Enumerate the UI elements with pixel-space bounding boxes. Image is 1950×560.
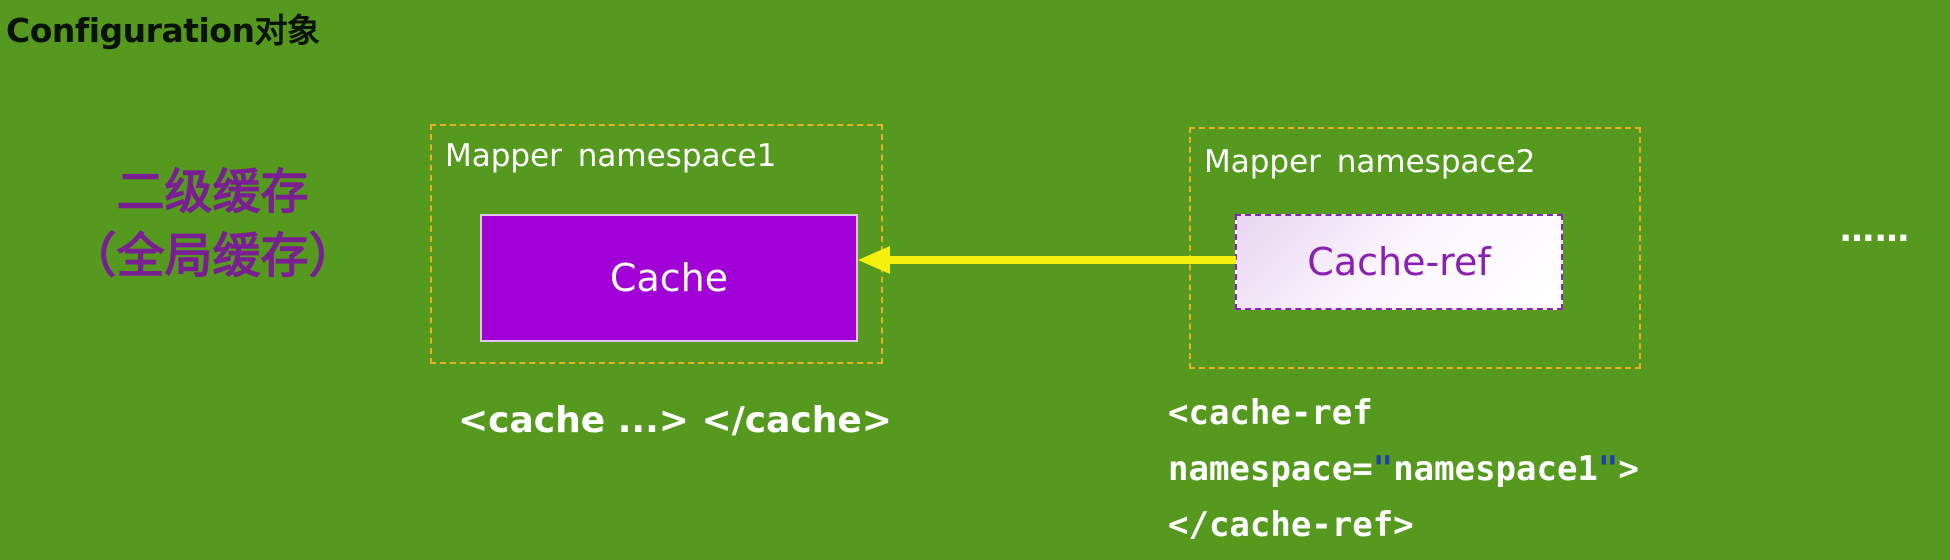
mapper-namespace2-title: Mapper namespace2	[1204, 144, 1536, 180]
quote-close: "	[1597, 449, 1619, 489]
cache-ref-xml-line3: </cache-ref>	[1168, 505, 1414, 545]
cache-box: Cache	[480, 214, 858, 342]
cache-ref-xml-close: >	[1618, 449, 1639, 489]
cache-box-label: Cache	[609, 256, 729, 300]
second-level-cache-label-line2: （全局缓存）	[68, 228, 357, 284]
cache-ref-box-label: Cache-ref	[1307, 240, 1491, 284]
cache-xml-snippet: <cache ...> </cache>	[458, 400, 892, 441]
mapper-namespace2-box	[1189, 127, 1641, 369]
quote-open: "	[1372, 449, 1394, 489]
second-level-cache-label: 二级缓存 （全局缓存）	[40, 160, 385, 288]
cache-ref-xml-attr: namespace=	[1168, 449, 1373, 489]
cache-ref-xml-snippet: <cache-ref namespace="namespace1"> </cac…	[1168, 385, 1639, 553]
cache-ref-xml-line1: <cache-ref	[1168, 393, 1373, 433]
cache-ref-xml-line2: namespace="namespace1">	[1168, 441, 1639, 497]
page-title: Configuration对象	[6, 11, 320, 50]
mapper-namespace1-box	[430, 124, 883, 364]
second-level-cache-label-line1: 二级缓存	[116, 164, 309, 220]
cache-ref-xml-value: namespace1	[1393, 449, 1598, 489]
more-ellipsis: ……	[1840, 210, 1910, 250]
mapper-namespace1-title: Mapper namespace1	[445, 138, 777, 174]
cache-ref-box: Cache-ref	[1235, 214, 1563, 310]
